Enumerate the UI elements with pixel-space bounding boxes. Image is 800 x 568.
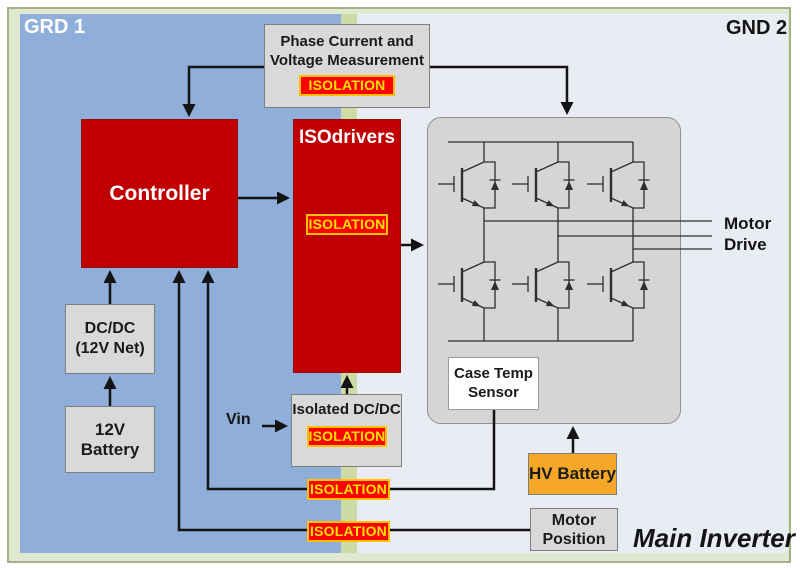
dcdc-12v-label-line1: DC/DC <box>84 320 136 337</box>
case-temp-sensor-block: Case Temp Sensor <box>448 357 539 410</box>
dcdc-12v-block: DC/DC (12V Net) <box>65 304 155 374</box>
isolated-dcdc-isolation-badge: ISOLATION <box>306 426 387 447</box>
hv-battery-label: HV Battery <box>529 464 616 483</box>
case-temp-sensor-label-line2: Sensor <box>468 384 519 401</box>
controller-label: Controller <box>109 181 210 205</box>
grd1-label: GRD 1 <box>24 16 86 38</box>
motor-position-block: Motor Position <box>530 508 618 551</box>
isodrivers-isolation-badge: ISOLATION <box>306 214 388 235</box>
battery-12v-block: 12V Battery <box>65 406 155 473</box>
isolation-badge-lower-link: ISOLATION <box>307 521 390 542</box>
phase-measurement-label-line2: Voltage Measurement <box>270 52 424 69</box>
hv-battery-block: HV Battery <box>528 453 617 495</box>
isolation-badge-upper-link: ISOLATION <box>307 479 390 500</box>
battery-12v-label: 12V Battery <box>80 419 140 459</box>
vin-input-label: Vin <box>226 411 251 428</box>
motor-drive-label-line1: Motor <box>724 214 772 233</box>
case-temp-sensor-label-line1: Case Temp <box>454 365 533 382</box>
gnd2-label: GND 2 <box>726 17 788 39</box>
isodrivers-label: ISOdrivers <box>298 127 396 148</box>
isolated-dcdc-label: Isolated DC/DC <box>292 401 401 418</box>
phase-measurement-label-line1: Phase Current and <box>280 33 414 50</box>
controller-block: Controller <box>81 119 238 268</box>
isodrivers-block: ISOdrivers ISOLATION <box>293 119 401 373</box>
motor-position-label-line1: Motor <box>551 512 597 529</box>
phase-measurement-block: Phase Current and Voltage Measurement IS… <box>264 24 430 108</box>
isolated-dcdc-block: Isolated DC/DC ISOLATION <box>291 394 402 467</box>
phase-measurement-isolation-badge: ISOLATION <box>298 75 396 96</box>
motor-drive-label-line2: Drive <box>724 235 767 254</box>
dcdc-12v-label-line2: (12V Net) <box>75 340 145 357</box>
motor-drive-label: Motor Drive <box>714 213 800 255</box>
main-inverter-title: Main Inverter <box>633 523 795 553</box>
motor-position-label-line2: Position <box>542 531 606 548</box>
